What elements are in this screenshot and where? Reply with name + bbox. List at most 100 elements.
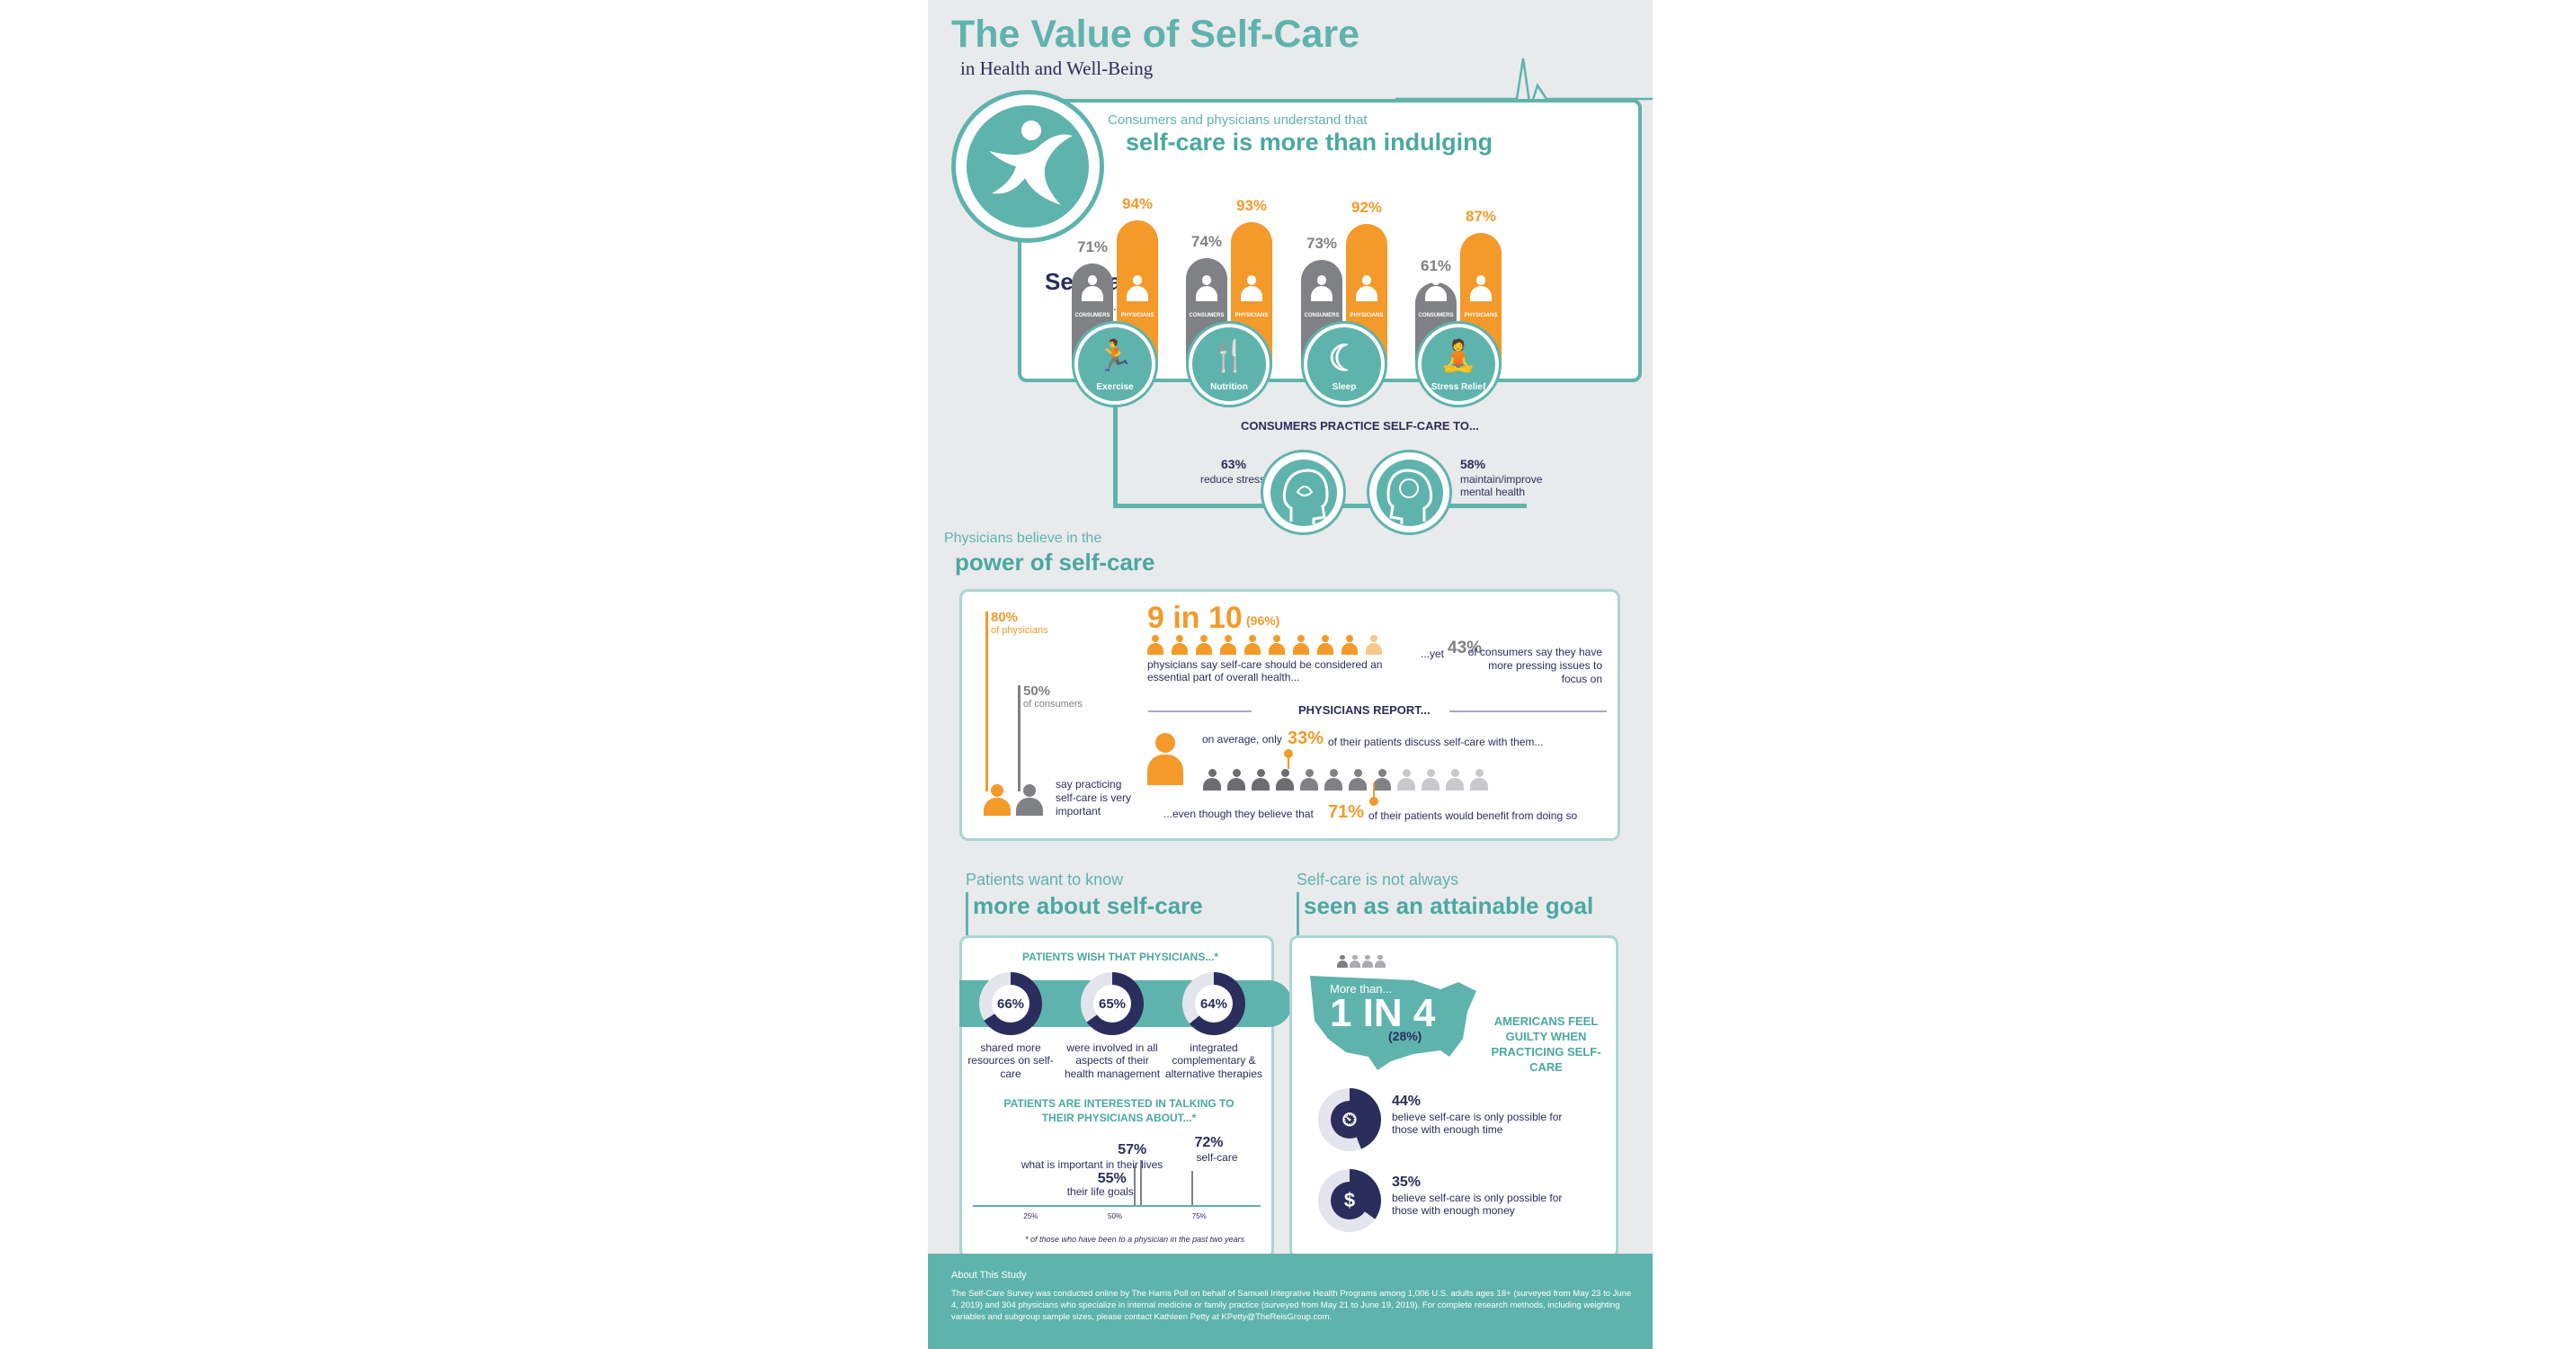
wish-donut-value: 64%: [1195, 985, 1233, 1023]
practice-title: CONSUMERS PRACTICE SELF-CARE TO...: [1241, 419, 1479, 433]
physician-mini-icon: [1220, 635, 1236, 655]
physician-mini-icon-body: [1293, 643, 1309, 655]
nine-in-ten: 9 in 10: [1147, 601, 1243, 635]
consumers-pct: 50%: [1023, 683, 1051, 699]
physician-mini-icon-head: [1151, 635, 1160, 643]
patient-mini-icon-head: [1426, 769, 1435, 777]
wish-donut: 66%: [979, 972, 1042, 1035]
physician-mini-icon-body: [1172, 643, 1188, 655]
consumer-person-icon: [1196, 275, 1217, 301]
physicians-bar: [985, 612, 988, 791]
dollar-icon: $: [1331, 1182, 1368, 1219]
patient-mini-icon-body: [1203, 778, 1221, 791]
stat-donut: $: [1318, 1169, 1381, 1232]
moon-icon-glyph: ☾: [1328, 339, 1360, 379]
consumers-label: of consumers: [1023, 699, 1083, 710]
lotus-head-icon: [1261, 450, 1346, 535]
guilt-mini-icon-head: [1365, 955, 1370, 960]
patient-mini-icon-body: [1227, 778, 1245, 791]
wish-text: were involved in all aspects of their he…: [1064, 1041, 1161, 1080]
physician-mini-icon: [1293, 635, 1309, 655]
interest-pct: 72%: [1194, 1135, 1224, 1150]
page-subtitle: in Health and Well-Being: [960, 58, 1154, 79]
consumers-tag: CONSUMERS: [1418, 313, 1454, 318]
patient-mini-icon-head: [1232, 769, 1241, 777]
section3-headline: more about self-care: [973, 892, 1203, 919]
physician-person-icon-head: [1246, 275, 1257, 285]
guilt-mini-icon: [1337, 955, 1348, 969]
consumer-pct-label: 74%: [1190, 232, 1223, 250]
physician-mini-icon-head: [1272, 635, 1281, 643]
avg-pct: 33%: [1288, 728, 1324, 748]
interest-pct: 55%: [1097, 1171, 1127, 1186]
consumer-figure-icon: [1016, 784, 1043, 817]
patient-mini-icon-head: [1305, 769, 1314, 777]
avg-prefix: on average, only: [1202, 733, 1282, 746]
patient-mini-icon-body: [1373, 778, 1391, 791]
guilt-mini-icon: [1350, 955, 1360, 969]
patient-mini-icon: [1470, 769, 1488, 791]
nine-figures-row: [1147, 635, 1408, 655]
guilt-mini-icon-body: [1375, 960, 1386, 969]
patient-mini-icon: [1203, 769, 1221, 791]
footer-text: The Self-Care Survey was conducted onlin…: [951, 1289, 1632, 1322]
wish-donut-value: 66%: [992, 985, 1030, 1023]
even-text: of their patients would benefit from doi…: [1368, 809, 1578, 822]
physician-mini-icon-body: [1244, 643, 1261, 655]
interest-text: self-care: [1196, 1151, 1238, 1164]
consumer-person-icon: [1082, 275, 1103, 301]
group-label: Exercise: [1096, 382, 1134, 392]
physician-mini-icon-body: [1147, 643, 1163, 655]
consumer-person-icon-body: [1196, 285, 1217, 301]
physician-person-icon-head: [1361, 275, 1372, 285]
patient-mini-icon-head: [1377, 769, 1386, 777]
patient-mini-icon-body: [1422, 778, 1440, 791]
physician-mini-icon-head: [1175, 635, 1184, 643]
section4-marker: [1297, 892, 1299, 935]
even-pin-dot: [1369, 797, 1378, 806]
consumer-person-icon-head: [1431, 275, 1441, 285]
section3-intro: Patients want to know: [966, 871, 1124, 889]
interest-text: their life goals: [1066, 1185, 1134, 1198]
physician-mini-icon: [1196, 635, 1212, 655]
consumer-person-icon-head: [1087, 275, 1098, 285]
patient-mini-icon: [1227, 769, 1245, 791]
wish-donut: 64%: [1182, 972, 1245, 1035]
section2-intro: Physicians believe in the: [944, 531, 1102, 546]
interest-stem: [1190, 1171, 1193, 1205]
physician-person-icon-body: [1241, 285, 1262, 301]
physician-mini-icon: [1147, 635, 1163, 655]
practice-mental-text: maintain/improve mental health: [1460, 473, 1543, 498]
patient-mini-icon: [1300, 769, 1318, 791]
physician-mini-icon-body: [1196, 643, 1212, 655]
group-label: Stress Relief: [1431, 382, 1486, 392]
physician-person-icon-body: [1470, 285, 1492, 301]
physician-mini-icon-body: [1341, 643, 1358, 655]
consumer-pct-label: 71%: [1076, 237, 1109, 255]
yet-text: of consumers say they have more pressing…: [1467, 646, 1602, 685]
physician-mini-icon-body: [1366, 643, 1382, 655]
physician-mini-icon-head: [1321, 635, 1330, 643]
consumer-person-icon-body: [1311, 285, 1333, 301]
patient-mini-icon-body: [1349, 778, 1367, 791]
physician-person-icon: [1470, 275, 1492, 301]
guilt-mini-icon-head: [1340, 955, 1345, 960]
page-title: The Value of Self-Care: [951, 13, 1360, 56]
wish-text: integrated complementary & alternative t…: [1164, 1041, 1263, 1080]
physician-mini-icon: [1341, 635, 1358, 655]
section1-intro: Consumers and physicians understand that: [1108, 112, 1368, 128]
physician-mini-icon-body: [1269, 643, 1285, 655]
patient-mini-icon: [1252, 769, 1270, 791]
footnote: * of those who have been to a physician …: [1025, 1235, 1245, 1244]
guilt-figures-row: [1337, 955, 1391, 973]
guilt-mini-icon-body: [1350, 960, 1360, 969]
physician-mini-icon: [1244, 635, 1261, 655]
consumer-person-icon-head: [1316, 275, 1327, 285]
practice-stress-text: reduce stress: [1199, 473, 1265, 486]
section2-card: [959, 589, 1620, 841]
physicians-tag: PHYSICIANS: [1120, 313, 1154, 318]
patient-mini-icon-body: [1470, 778, 1488, 791]
more-than: More than...: [1330, 982, 1393, 996]
interest-axis: [973, 1205, 1261, 1207]
meditation-icon: Stress Relief🧘: [1418, 324, 1499, 405]
